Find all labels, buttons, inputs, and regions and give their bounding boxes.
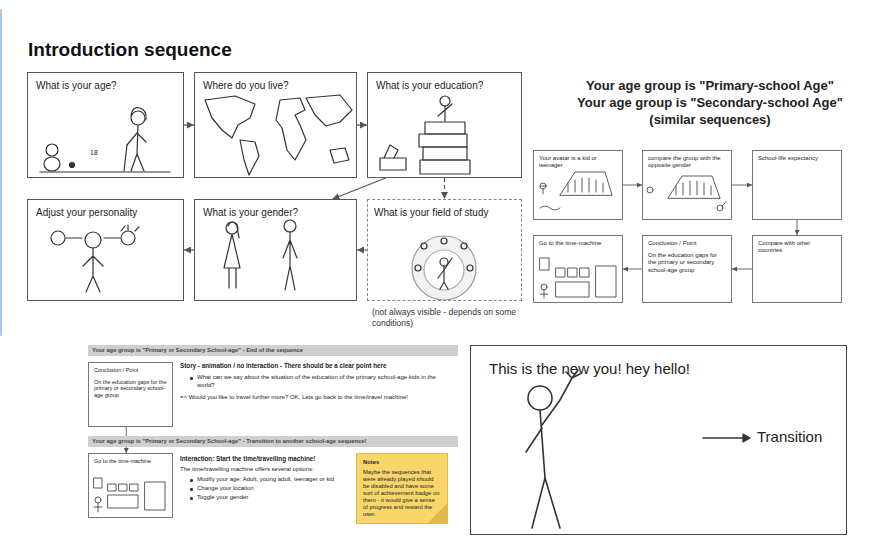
time-machine-small-sketch [94,478,165,512]
node-heading: What is your education? [376,80,513,92]
node-heading: School-life expectancy [758,155,836,162]
node-heading: Go to the time-machine [539,240,617,247]
node-heading: Go to the time-machine [94,458,167,465]
sequence-box: School-life expectancy [752,150,842,220]
age-sketch [40,108,170,172]
step-box: What is your education? [367,72,522,178]
connector [623,269,642,270]
sequence-box: Your avatar is a kid or teenager [533,150,623,220]
optional-step-box: What is your field of study [367,199,522,301]
waving-figure-sketch [526,370,580,528]
step-box: What is your age? [27,72,184,178]
node-heading: Your age group is "Primary or Secondary … [92,347,454,354]
diagram-title: Introduction sequence [28,38,232,62]
connector [797,220,798,235]
transition-label: Transition [757,428,857,447]
step-box: What is your gender? [194,199,357,301]
books-sketch [380,96,470,174]
section-heading: (similar sequences) [555,112,865,128]
story-text: => Would you like to travel further more… [180,394,450,402]
node-heading: Conclusion / Point [94,367,167,374]
step-box: Adjust your personality [27,199,184,301]
age-number: 18 [90,149,110,158]
side-rule [0,10,2,335]
section-bar: Your age group is "Primary or Secondary … [88,345,458,356]
node-heading: Conclusion / Point [648,240,726,247]
note-box: NotesMaybe the sequences that were alrea… [356,453,448,524]
dashed-connector [444,178,445,199]
bullet-dot [190,479,193,482]
field-of-study-sketch [412,236,476,300]
node-heading: Compare with other countries [758,240,836,254]
node-heading: Adjust your personality [36,207,175,219]
sequence-box: compare the group with the opposite gend… [642,150,732,220]
note-text: (not always visible - depends on some co… [372,307,522,328]
node-heading: Where do you live? [203,80,348,92]
personality-sketch [51,225,139,292]
gender-sketch [224,220,297,290]
node-heading: Your avatar is a kid or teenager [539,155,617,169]
section-heading: Your age group is "Secondary-school Age" [555,95,865,111]
world-map-sketch [205,95,352,175]
connector [184,124,194,125]
node-heading: What is your field of study [374,207,515,219]
compare-sketch [647,176,726,211]
node-body: On the education gaps for the primary or… [94,379,167,399]
bullet-text: Modify your age: Adult, young adult, tee… [197,476,352,484]
sequence-box: Conclusion / Point On the education gaps … [88,362,173,427]
node-body: Maybe the sequences that were already pl… [363,469,441,518]
interaction-text: The time/travelling machine offers sever… [180,466,350,474]
connector [184,249,194,250]
bullet-text: What can we say about the situation of t… [197,374,447,389]
node-heading: What is your age? [36,80,175,92]
story-heading: Story - animation / no interaction - The… [180,362,450,370]
section-heading: Your age group is "Primary-school Age" [555,78,865,94]
node-heading: What is your gender? [203,207,348,219]
connector [357,124,367,125]
sequence-box: Go to the time-machine [533,235,623,303]
node-heading: Your age group is "Primary or Secondary … [92,438,454,445]
node-heading: Notes [363,459,441,466]
connector [623,185,642,186]
node-body: On the education gaps for the primary or… [648,252,726,274]
interaction-heading: Interaction: Start the time/travelling m… [180,455,350,463]
bullet-text: Toggle your gender [197,494,352,502]
sequence-box: Compare with other countries [752,235,842,303]
sequence-box: Go to the time-machine [88,453,173,518]
time-machine-sketch [540,258,616,298]
dashed-connector [357,249,367,250]
bullet-dot [190,377,193,380]
section-bar: Your age group is "Primary or Secondary … [88,436,458,447]
bullet-text: Change your location [197,485,352,493]
node-heading: This is the new you! hey hello! [489,360,828,378]
step-box: Where do you live? [194,72,357,178]
sequence-box: Conclusion / Point On the education gaps … [642,235,732,303]
connector [333,178,386,199]
bullet-dot [190,497,193,500]
avatar-sketch [540,172,612,210]
connector [732,185,752,186]
bullet-dot [190,488,193,491]
transition-arrow [703,434,750,442]
connector [732,269,752,270]
node-heading: compare the group with the opposite gend… [648,155,726,169]
